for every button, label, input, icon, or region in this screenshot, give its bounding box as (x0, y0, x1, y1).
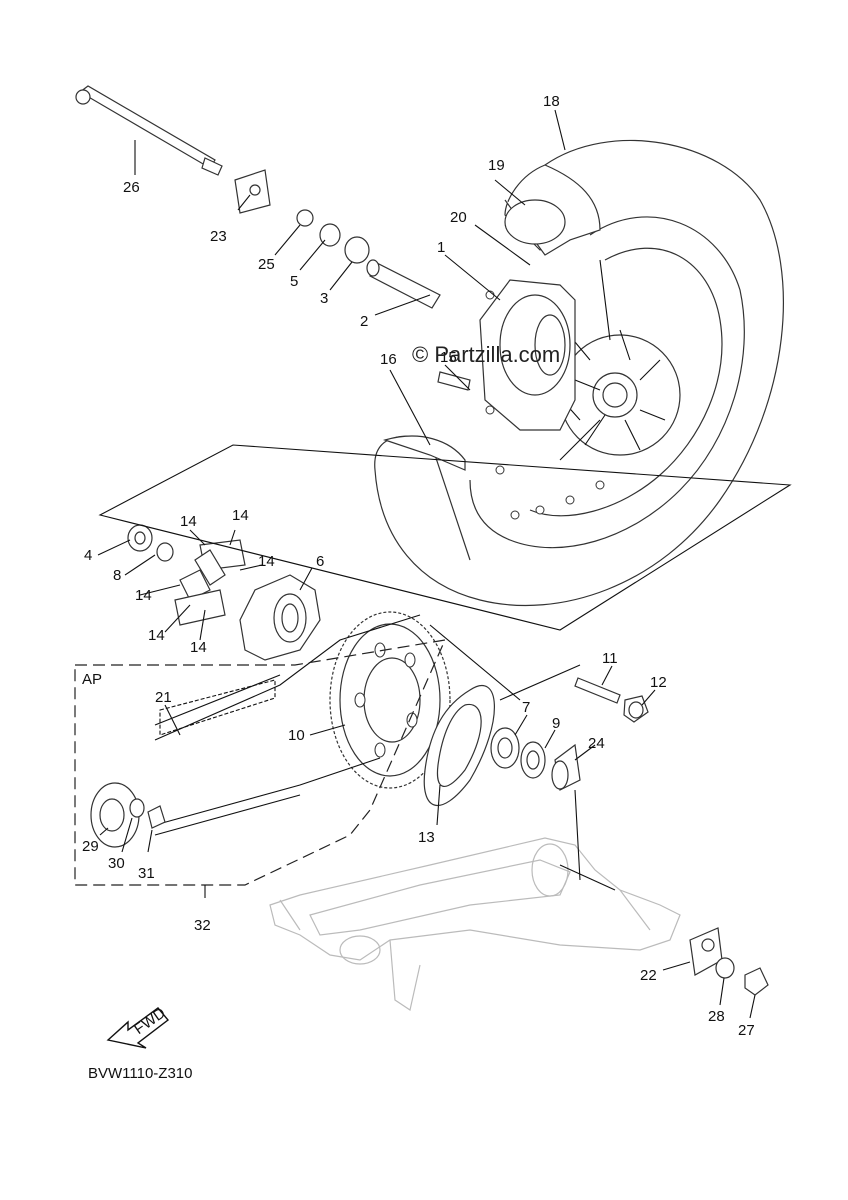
callout-29: 29 (82, 838, 99, 855)
callout-20: 20 (450, 209, 467, 226)
callout-9: 9 (552, 715, 560, 732)
callout-2: 2 (360, 313, 368, 330)
callout-5: 5 (290, 273, 298, 290)
callout-24: 24 (588, 735, 605, 752)
callout-14e: 14 (148, 627, 165, 644)
forward-arrow-icon: FWD (106, 1004, 170, 1049)
rear-wheel (374, 139, 784, 607)
callout-6: 6 (316, 553, 324, 570)
damper-hub (174, 539, 321, 661)
callout-labels: 26 23 25 5 3 2 1 20 19 18 16 15 4 8 14 1… (82, 93, 755, 1039)
callout-11: 11 (602, 650, 618, 667)
diagram-code: BVW1110-Z310 (88, 1065, 193, 1082)
callout-26: 26 (123, 179, 140, 196)
hub-bearings (490, 727, 581, 791)
callout-28: 28 (708, 1008, 725, 1025)
callout-21: 21 (155, 689, 172, 706)
chain-adjuster-set (689, 927, 769, 996)
callout-27: 27 (738, 1022, 755, 1039)
drive-sprocket-set (90, 782, 166, 848)
callout-8: 8 (113, 567, 121, 584)
callout-12: 12 (650, 674, 667, 691)
callout-25: 25 (258, 256, 275, 273)
callout-23: 23 (210, 228, 227, 245)
callout-14f: 14 (190, 639, 207, 656)
wheel-hub (479, 279, 576, 431)
callout-19: 19 (488, 157, 505, 174)
callout-32: 32 (194, 917, 211, 934)
callout-16: 16 (380, 351, 397, 368)
callout-10: 10 (288, 727, 305, 744)
callout-14a: 14 (180, 513, 197, 530)
callout-14b: 14 (232, 507, 249, 524)
bolt (437, 371, 471, 391)
leader-lines (74, 109, 792, 1019)
callout-15: 15 (440, 349, 457, 366)
callout-31: 31 (138, 865, 155, 882)
callout-7: 7 (522, 699, 530, 716)
callout-18: 18 (543, 93, 560, 110)
sprocket (329, 611, 451, 789)
axle-spacers (234, 169, 441, 309)
callout-14c: 14 (258, 553, 275, 570)
callout-3: 3 (320, 290, 328, 307)
swingarm (269, 837, 681, 1011)
watermark: © Partzilla.com (412, 342, 560, 367)
stud-bolt (574, 677, 649, 723)
callout-1: 1 (437, 239, 445, 256)
callout-4: 4 (84, 547, 92, 564)
callout-30: 30 (108, 855, 125, 872)
callout-22: 22 (640, 967, 657, 984)
callout-13: 13 (418, 829, 435, 846)
axle (75, 85, 223, 176)
hub-bearing-left (127, 524, 174, 562)
sprocket-plate (423, 684, 495, 807)
group-label-ap: AP (82, 671, 102, 688)
callout-14d: 14 (135, 587, 152, 604)
